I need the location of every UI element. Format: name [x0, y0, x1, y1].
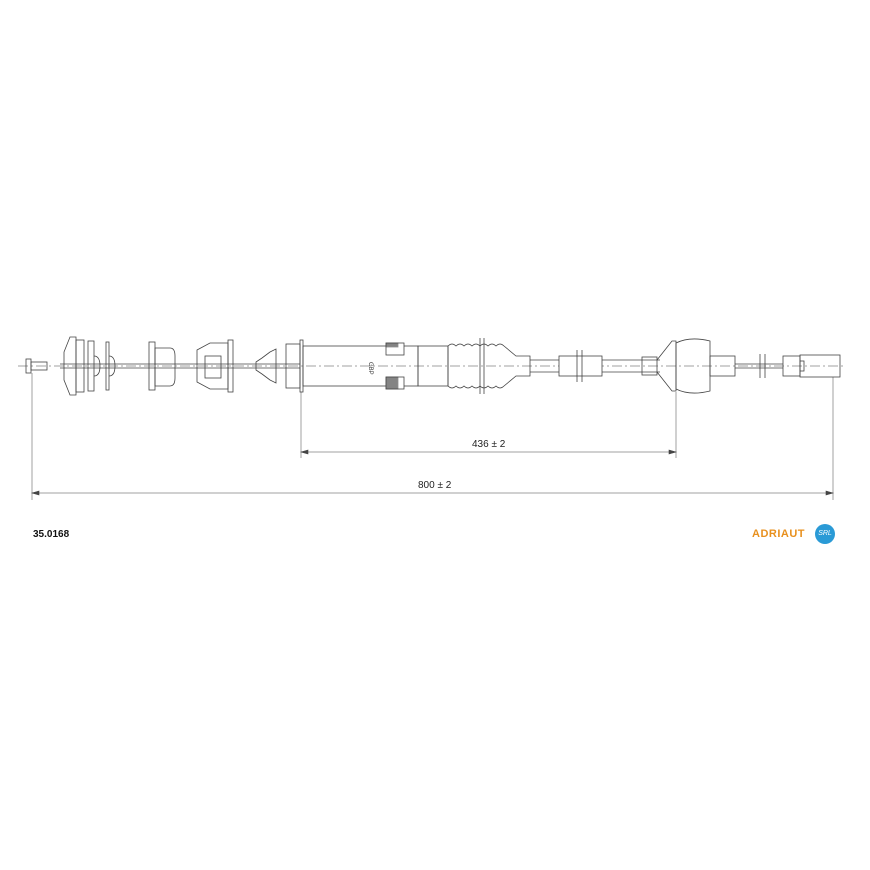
dimension-800: [30, 490, 835, 496]
rubber-boot: [447, 338, 531, 394]
dimension-label-800: 800 ± 2: [416, 480, 454, 491]
part-number: 35.0168: [33, 529, 70, 540]
bushing: [148, 341, 176, 391]
clip: [196, 339, 234, 393]
extension-lines: [31, 373, 834, 500]
logo-text: ADRIAUT: [752, 528, 805, 540]
dimension-label-436: 436 ± 2: [470, 439, 508, 450]
end-eye: [782, 354, 841, 378]
end-fitting: [641, 338, 736, 394]
sleeve-marking: GBP: [367, 362, 373, 375]
end-bolt: [25, 358, 48, 374]
outer-cable: [530, 350, 660, 382]
dimension-436: [299, 449, 678, 455]
spring-seat: [63, 336, 116, 396]
logo-badge: SRL: [815, 524, 835, 544]
brand-logo: ADRIAUT SRL: [752, 524, 838, 546]
cable-break: [759, 354, 766, 378]
adjuster-sleeve: GBP: [302, 342, 449, 390]
